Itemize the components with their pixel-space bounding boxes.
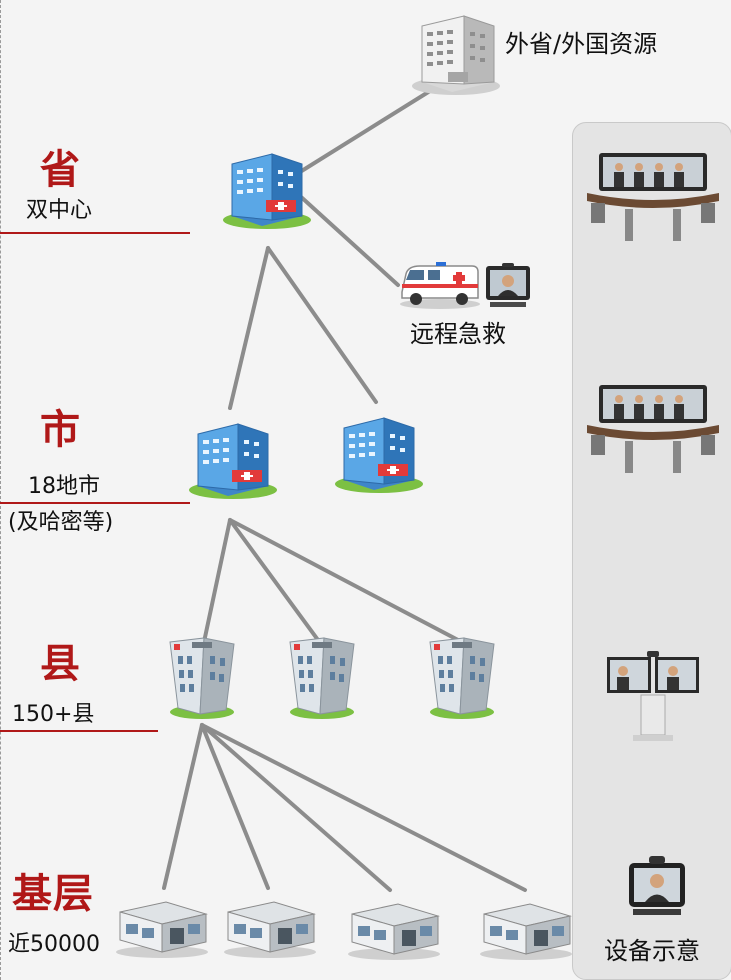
- level-province-subtitle: 双中心: [26, 198, 93, 223]
- city-hospital-icon: [189, 423, 277, 499]
- grassroots-clinic-icon: [348, 903, 440, 960]
- link-city-county-1: [202, 518, 232, 644]
- link-county-base-2: [200, 723, 270, 890]
- link-province-external: [298, 84, 440, 174]
- level-county-rule: [0, 730, 158, 732]
- county-hospital-icon: [289, 637, 355, 719]
- ambulance-label: 远程急救: [410, 320, 506, 348]
- left-dashed-border: [0, 0, 1, 980]
- link-province-city-2: [266, 246, 378, 404]
- link-city-county-3: [228, 518, 460, 642]
- link-county-base-3: [200, 723, 392, 892]
- level-city-title: 市: [40, 407, 81, 453]
- conference-table-terminal-icon: [587, 153, 719, 241]
- city-hospital-icon: [335, 417, 423, 493]
- level-county-title: 县: [40, 641, 81, 687]
- external-resource-building-icon: [412, 15, 500, 95]
- link-county-base-4: [200, 723, 527, 892]
- grassroots-clinic-icon: [224, 901, 316, 958]
- level-city-rule: [0, 502, 190, 504]
- grassroots-clinic-icon: [116, 901, 208, 958]
- level-province-rule: [0, 232, 190, 234]
- county-hospital-icon: [429, 637, 495, 719]
- device-panel-caption: 设备示意: [604, 937, 700, 965]
- level-base-subtitle: 近50000: [8, 932, 100, 957]
- level-province-title: 省: [40, 147, 81, 193]
- dual-screen-stand-terminal-icon: [607, 651, 699, 741]
- device-illustration-panel: 设备示意: [572, 122, 731, 980]
- province-hospital-icon: [223, 153, 311, 229]
- link-province-city-1: [228, 246, 270, 410]
- county-hospital-icon: [169, 637, 235, 719]
- external-resource-label: 外省/外国资源: [505, 30, 658, 58]
- ambulance-video-terminal-icon: [486, 263, 530, 307]
- link-city-county-2: [228, 518, 320, 642]
- level-county-subtitle: 150+县: [12, 702, 95, 727]
- level-city-subtitle: 18地市: [28, 474, 100, 499]
- link-province-ambulance: [298, 194, 400, 287]
- ambulance-icon: [400, 262, 480, 309]
- link-county-base-1: [162, 723, 204, 890]
- level-base-title: 基层: [12, 871, 94, 917]
- conference-table-terminal-icon: [587, 385, 719, 473]
- grassroots-clinic-icon: [480, 903, 572, 960]
- level-city-note: (及哈密等): [8, 510, 114, 535]
- desktop-video-terminal-icon: [629, 856, 685, 915]
